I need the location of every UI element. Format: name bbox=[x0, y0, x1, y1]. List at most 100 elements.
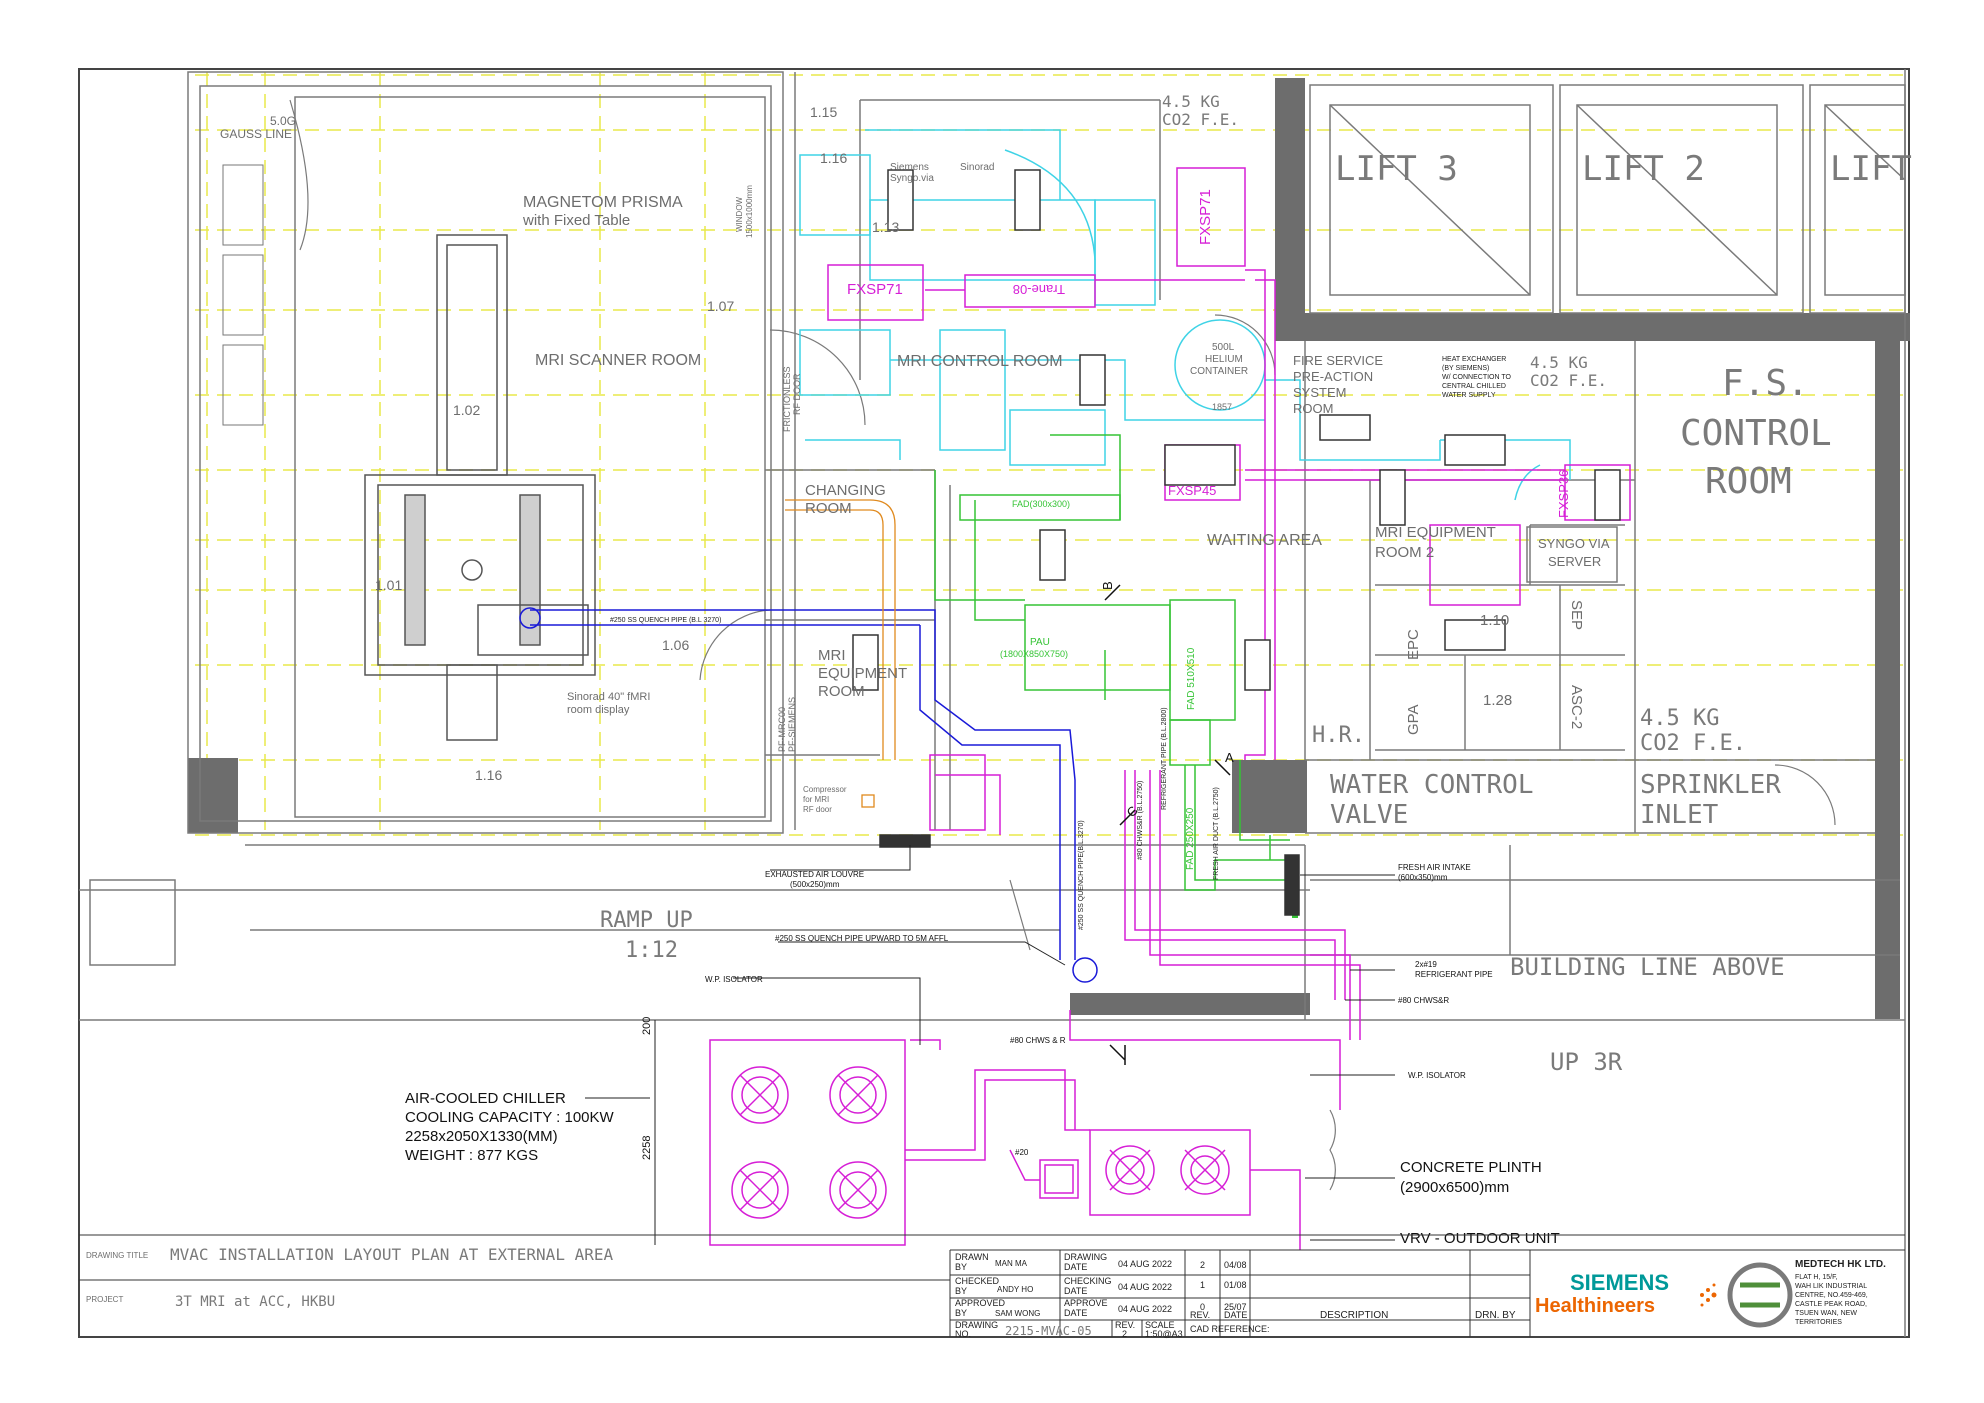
fs-control-room-label-3: ROOM bbox=[1705, 461, 1792, 502]
medtech-address-5: TSUEN WAN, NEW bbox=[1795, 1310, 1857, 1317]
helium-label-2: HELIUM bbox=[1205, 354, 1243, 365]
rev-col-header: REV. bbox=[1190, 1310, 1210, 1320]
lift-shafts bbox=[1309, 84, 1906, 314]
exhaust-louvre-label-2: (500x250)mm bbox=[790, 880, 840, 889]
lift-1-label: LIFT bbox=[1830, 149, 1912, 189]
storage-cabinets bbox=[222, 164, 264, 426]
fire-service-label-3: SYSTEM bbox=[1293, 385, 1346, 400]
ramp-up-label-2: 1:12 bbox=[625, 938, 678, 963]
drawing-number: 2215-MVAC-05 bbox=[1005, 1324, 1092, 1338]
fs-control-room-label-1: F.S. bbox=[1722, 363, 1809, 404]
drawing-date-caption-2: DATE bbox=[1064, 1262, 1087, 1272]
lift-2-label: LIFT 2 bbox=[1582, 149, 1705, 189]
chiller-label-1: AIR-COOLED CHILLER bbox=[405, 1090, 566, 1107]
approve-date-caption-1: APPROVE bbox=[1064, 1298, 1108, 1308]
compressor-label-1: Compressor bbox=[803, 785, 847, 794]
quench-pipe-v-label: #250 SS QUENCH PIPE(B.L.3270) bbox=[1078, 820, 1085, 930]
orange-lines bbox=[785, 499, 896, 808]
syngo-server-label-1: SYNGO VIA bbox=[1538, 536, 1610, 551]
siemens-logo-text: SIEMENS bbox=[1570, 1270, 1669, 1295]
chiller-label-3: 2258x2050X1330(MM) bbox=[405, 1128, 558, 1145]
mri-equip-room-2-label-1: MRI EQUIPMENT bbox=[1375, 524, 1496, 541]
magnetom-label-2: with Fixed Table bbox=[522, 212, 630, 229]
heat-exchanger-label-2: (BY SIEMENS) bbox=[1442, 365, 1489, 372]
drn-col-header: DRN. BY bbox=[1475, 1310, 1516, 1321]
helium-label-1: 500L bbox=[1212, 342, 1235, 353]
fire-service-label-4: ROOM bbox=[1293, 401, 1333, 416]
fxsp71-a-label: FXSP71 bbox=[847, 281, 903, 298]
compressor-label-3: RF door bbox=[803, 805, 832, 814]
mri-scanner-room-label: MRI SCANNER ROOM bbox=[535, 352, 701, 369]
drawing-title-caption: DRAWING TITLE bbox=[86, 1251, 148, 1260]
equip-room-label-3: ROOM bbox=[818, 683, 865, 700]
medtech-address-3: CENTRE, NO.459-469, bbox=[1795, 1292, 1868, 1299]
sprinkler-inlet-label-2: INLET bbox=[1640, 800, 1719, 830]
approved-by-caption-1: APPROVED bbox=[955, 1298, 1006, 1308]
chws-label-2: #80 CHWS & R bbox=[1010, 1036, 1066, 1045]
mri-control-room-label: MRI CONTROL ROOM bbox=[897, 353, 1063, 370]
room-no-1-07: 1.07 bbox=[707, 298, 734, 314]
fad-510-label: FAD 510X510 bbox=[1186, 647, 1197, 710]
fxsp36-label: FXSP36 bbox=[1556, 470, 1571, 518]
fire-service-label-1: FIRE SERVICE bbox=[1293, 353, 1383, 368]
rev-caption: REV. bbox=[1115, 1320, 1135, 1330]
rf-door-label-2: RF DOOR bbox=[792, 373, 802, 415]
trane-label: Trane-08 bbox=[1013, 282, 1065, 297]
chiller-label-4: WEIGHT : 877 KGS bbox=[405, 1147, 538, 1164]
dim-200-label: 200 bbox=[641, 1017, 653, 1035]
description-col-header: DESCRIPTION bbox=[1320, 1310, 1388, 1321]
lift-3-label: LIFT 3 bbox=[1335, 149, 1458, 189]
co2-fe-a-label-1: 4.5 KG bbox=[1162, 92, 1220, 111]
approve-date-caption-2: DATE bbox=[1064, 1308, 1087, 1318]
drawing-date: 04 AUG 2022 bbox=[1118, 1259, 1172, 1269]
checked-by-caption-1: CHECKED bbox=[955, 1276, 1000, 1286]
rev-row-1-rev: 2 bbox=[1200, 1260, 1205, 1270]
pau-label-1: PAU bbox=[1030, 637, 1050, 648]
equip-room-label-1: MRI bbox=[818, 647, 846, 664]
compressor-label-2: for MRI bbox=[803, 795, 829, 804]
fresh-air-duct-label: FRESH AIR DUCT (B.L.2750) bbox=[1213, 787, 1220, 880]
checked-by-caption-2: BY bbox=[955, 1286, 967, 1296]
window-label-2: 1500x1000mm bbox=[745, 185, 754, 238]
mri-scanner-unit bbox=[364, 234, 596, 741]
rev-row-3-rev: 0 bbox=[1200, 1302, 1205, 1312]
window-label-1: WINDOW bbox=[735, 196, 744, 232]
gauss-line-label-2: GAUSS LINE bbox=[220, 127, 292, 141]
drawn-by-caption-2: BY bbox=[955, 1262, 967, 1272]
healthineers-dots-icon bbox=[1700, 1283, 1717, 1307]
rev-row-1-date: 04/08 bbox=[1224, 1260, 1247, 1270]
co2-fe-b-label-2: CO2 F.E. bbox=[1530, 371, 1607, 390]
co2-fe-c-label-2: CO2 F.E. bbox=[1640, 731, 1746, 756]
thin-walls bbox=[79, 69, 1906, 1337]
room-no-1-15: 1.15 bbox=[810, 104, 837, 120]
sinorad-display-label-1: Sinorad 40" fMRI bbox=[567, 691, 650, 703]
door-arcs bbox=[289, 99, 1836, 1191]
room-no-1-16-b: 1.16 bbox=[475, 767, 502, 783]
pipe-20-label: #20 bbox=[1015, 1148, 1029, 1157]
cyan-ducts bbox=[799, 129, 1571, 501]
room-no-1-16-a: 1.16 bbox=[820, 150, 847, 166]
fad-250-label: FAD 250X250 bbox=[1185, 807, 1196, 870]
fxsp71-b-label: FXSP71 bbox=[1197, 189, 1214, 245]
scale-value: 1:50@A3 bbox=[1145, 1329, 1183, 1339]
section-markers bbox=[1104, 584, 1231, 1065]
rf-door-label-1: FRICTIONLESS bbox=[782, 366, 792, 432]
date-col-header: DATE bbox=[1224, 1310, 1247, 1320]
mri-equip-room-2-label-2: ROOM 2 bbox=[1375, 544, 1434, 561]
changing-room-label-1: CHANGING bbox=[805, 482, 886, 499]
quench-upward-label: #250 SS QUENCH PIPE UPWARD TO 5M AFFL bbox=[775, 934, 949, 943]
sec-a-label: A bbox=[1225, 750, 1234, 765]
rev-row-2-rev: 1 bbox=[1200, 1280, 1205, 1290]
sheet-border bbox=[78, 68, 1910, 1338]
title-block-frame bbox=[79, 1234, 1905, 1337]
refrigerant-pipe-vert-label: REFRIGERANT PIPE (B.L.2800) bbox=[1161, 707, 1168, 810]
medtech-logo-icon bbox=[1727, 1262, 1793, 1328]
co2-fe-a-label-2: CO2 F.E. bbox=[1162, 110, 1239, 129]
room-no-1-28: 1.28 bbox=[1483, 692, 1512, 709]
fad-300-label: FAD(300x300) bbox=[1012, 499, 1070, 509]
diffuser-grilles bbox=[852, 169, 1621, 916]
cad-reference-caption: CAD REFERENCE: bbox=[1190, 1324, 1270, 1334]
medtech-address-4: CASTLE PEAK ROAD, bbox=[1795, 1301, 1867, 1308]
checking-date-caption-2: DATE bbox=[1064, 1286, 1087, 1296]
co2-fe-c-label-1: 4.5 KG bbox=[1640, 706, 1719, 731]
